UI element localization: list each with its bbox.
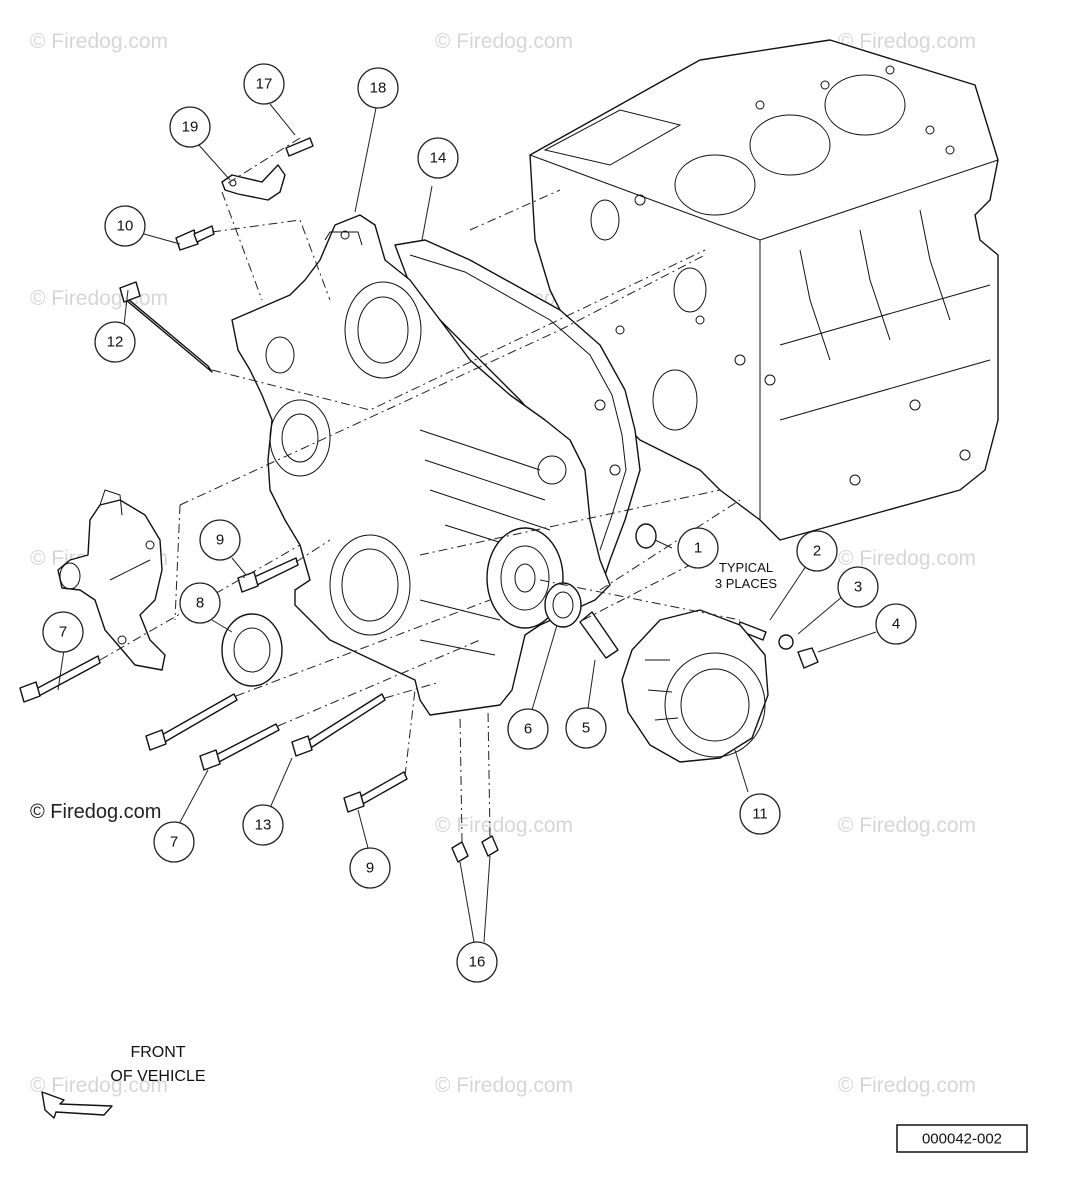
callouts: 1 2 3 4 5 6 7 7 8 9 9 10 11 12 13 14 16 …: [42, 63, 917, 983]
note-line-1: TYPICAL: [719, 560, 773, 575]
watermark: © Firedog.com: [838, 547, 976, 570]
watermark: © Firedog.com: [435, 30, 573, 53]
callout-7-lower: 7: [153, 821, 195, 863]
svg-text:9: 9: [216, 532, 224, 549]
typical-note: TYPICAL 3 PLACES: [715, 560, 777, 591]
engine-block: [529, 39, 999, 541]
plug-4: [797, 647, 819, 669]
callout-13: 13: [242, 804, 284, 846]
svg-text:9: 9: [366, 860, 374, 877]
callout-17: 17: [243, 63, 285, 105]
callout-19: 19: [169, 106, 211, 148]
bolt-9-lower: [357, 771, 408, 806]
reference-number-text: 000042-002: [922, 1131, 1002, 1148]
watermark: © Firedog.com: [30, 1074, 168, 1097]
svg-text:16: 16: [469, 954, 486, 971]
callout-1: 1: [677, 527, 719, 569]
adapter-5: [579, 611, 619, 659]
callout-9-upper: 9: [199, 519, 241, 561]
plug-16-b: [481, 835, 499, 857]
svg-text:14: 14: [430, 150, 447, 167]
svg-text:7: 7: [170, 834, 178, 851]
watermark: © Firedog.com: [838, 30, 976, 53]
svg-text:17: 17: [256, 76, 273, 93]
front-line-1: FRONT: [130, 1044, 185, 1061]
callout-5: 5: [565, 707, 607, 749]
watermark: © Firedog.com: [30, 287, 168, 310]
callout-12: 12: [94, 321, 136, 363]
callout-11: 11: [739, 793, 781, 835]
svg-text:11: 11: [752, 806, 768, 823]
callout-18: 18: [357, 67, 399, 109]
plug-16-a: [451, 841, 469, 863]
svg-text:12: 12: [107, 334, 124, 351]
bolt-17: [285, 137, 314, 157]
seals: [221, 523, 819, 687]
svg-text:8: 8: [196, 595, 204, 612]
svg-text:19: 19: [182, 119, 199, 136]
bolt-9-upper: [251, 557, 299, 587]
oil-filter: [621, 609, 769, 763]
svg-text:3: 3: [854, 579, 862, 596]
watermark: © Firedog.com: [838, 814, 976, 837]
watermark-dark: © Firedog.com: [30, 801, 161, 823]
svg-text:10: 10: [117, 218, 134, 235]
front-of-vehicle-indicator: FRONT OF VEHICLE: [41, 1044, 206, 1119]
callout-8: 8: [179, 582, 221, 624]
watermark: © Firedog.com: [30, 30, 168, 53]
svg-text:6: 6: [524, 721, 532, 738]
ball-3: [778, 634, 794, 650]
oil-seal-8: [221, 613, 283, 687]
callout-16: 16: [456, 941, 498, 983]
bolt-10: [193, 225, 215, 243]
callout-4: 4: [875, 603, 917, 645]
bolt-7-upper: [33, 655, 101, 698]
bolt-lower-a: [159, 693, 238, 744]
reference-number: 000042-002: [896, 1124, 1028, 1153]
watermark: © Firedog.com: [838, 1074, 976, 1097]
callout-10: 10: [104, 205, 146, 247]
note-line-2: 3 PLACES: [715, 576, 777, 591]
callout-14: 14: [417, 137, 459, 179]
svg-text:1: 1: [694, 540, 702, 557]
svg-text:2: 2: [813, 543, 821, 560]
bracket: [221, 164, 286, 201]
front-line-2: OF VEHICLE: [110, 1068, 205, 1085]
water-pump: [57, 489, 166, 671]
watermark: © Firedog.com: [435, 814, 573, 837]
callout-6: 6: [507, 708, 549, 750]
watermark: © Firedog.com: [435, 1074, 573, 1097]
callout-2: 2: [796, 530, 838, 572]
bolts: [19, 137, 767, 863]
callout-9-lower: 9: [349, 847, 391, 889]
o-ring-1: [635, 523, 657, 549]
callout-7-upper: 7: [42, 611, 84, 653]
o-ring-6: [544, 582, 582, 628]
svg-text:5: 5: [582, 720, 590, 737]
timing-cover: [231, 214, 611, 716]
callout-3: 3: [837, 566, 879, 608]
svg-text:13: 13: [255, 817, 272, 834]
bolt-7-lower: [213, 723, 280, 764]
alignment-lines: [99, 137, 741, 843]
bolt-13: [305, 693, 386, 750]
svg-text:18: 18: [370, 80, 387, 97]
svg-text:7: 7: [59, 624, 67, 641]
svg-text:4: 4: [892, 616, 900, 633]
front-arrow-icon: [41, 1091, 113, 1119]
